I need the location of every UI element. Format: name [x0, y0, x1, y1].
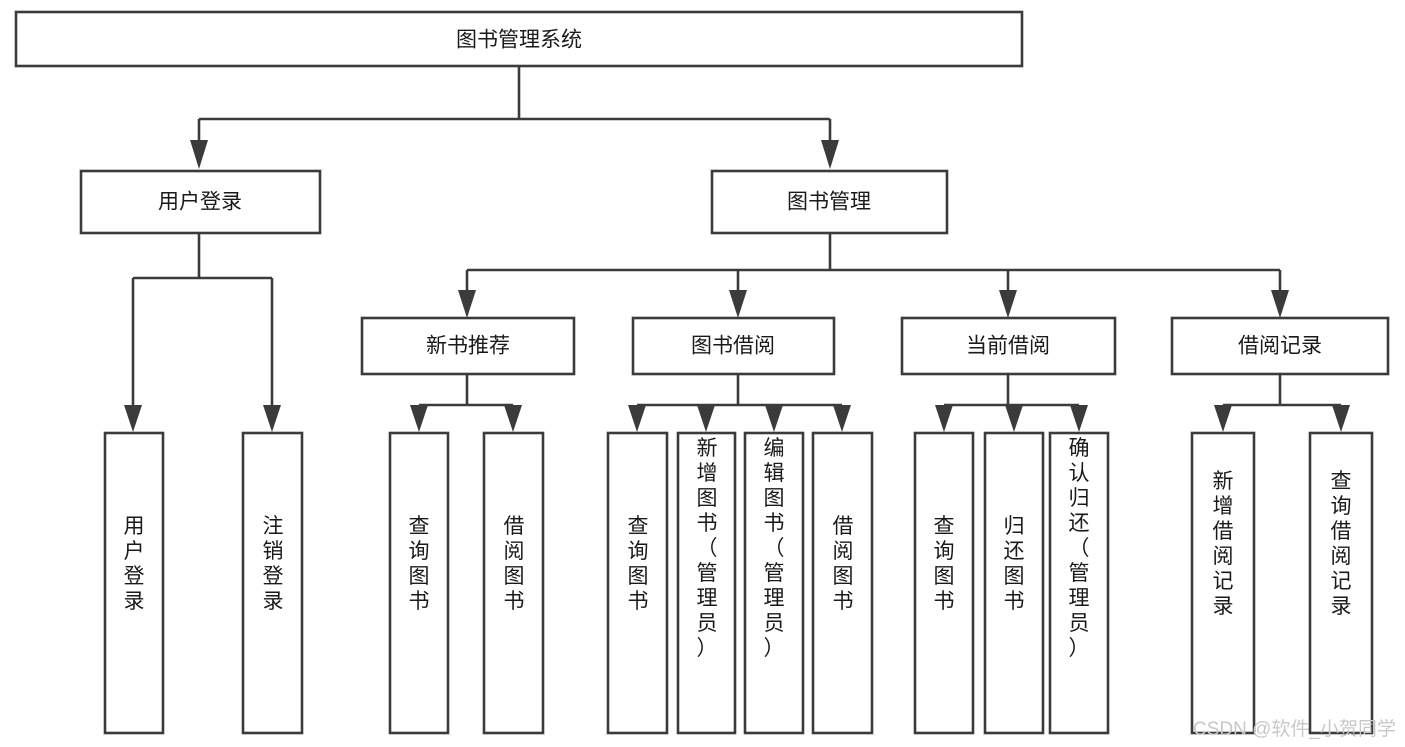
borrow-record-label: 借阅记录	[1238, 335, 1322, 358]
leaf-node[interactable]: 归还图书	[983, 431, 1045, 735]
leaf-box[interactable]	[811, 431, 874, 735]
arrow-leaf-borrow-record-2	[1332, 405, 1350, 432]
node-book-manage[interactable]: 图书管理	[710, 169, 949, 235]
leaf-node[interactable]: 借阅图书	[482, 431, 545, 735]
leaf-box[interactable]	[676, 431, 737, 735]
book-manage-label: 图书管理	[787, 191, 871, 214]
arrow-leaf-current-borrow-3	[1070, 405, 1088, 432]
user-login-label: 用户登录	[158, 191, 242, 214]
node-new-book-recommend[interactable]: 新书推荐	[360, 316, 576, 376]
leaf-box[interactable]	[103, 431, 165, 735]
arrow-new-book	[458, 290, 476, 318]
arrow-leaf-current-borrow-2	[1005, 405, 1023, 432]
leaf-label: 借阅图书	[833, 515, 854, 613]
leaf-label: 查询借阅记录	[1331, 470, 1352, 618]
arrow-leaf-borrow-record-1	[1214, 405, 1232, 432]
borrow-record-box[interactable]	[1170, 316, 1390, 376]
leaf-label: 用户登录	[124, 515, 145, 613]
arrow-leaf-user-login-2	[263, 405, 281, 432]
leaf-label: 查询图书	[934, 515, 955, 613]
user-login-box[interactable]	[79, 169, 322, 235]
leaf-node[interactable]: 查询图书	[913, 431, 975, 735]
arrow-leaf-book-borrow-1	[628, 405, 646, 432]
root-label: 图书管理系统	[456, 29, 582, 52]
node-book-borrow[interactable]: 图书借阅	[631, 316, 836, 376]
leaf-label: 新增借阅记录	[1213, 470, 1234, 618]
leaf-box[interactable]	[743, 431, 805, 735]
leaf-node[interactable]: 新增图书（管理员）	[676, 431, 737, 735]
leaf-node[interactable]: 新增借阅记录	[1190, 431, 1256, 735]
leaf-node[interactable]: 查询图书	[606, 431, 669, 735]
arrow-leaf-book-borrow-2	[697, 405, 715, 432]
arrow-leaf-current-borrow-1	[935, 405, 953, 432]
leaf-label: 注销登录	[263, 515, 284, 613]
leaf-node[interactable]: 注销登录	[241, 431, 304, 735]
leaf-box[interactable]	[241, 431, 304, 735]
arrow-leaf-book-borrow-3	[765, 405, 783, 432]
arrow-current-borrow	[999, 290, 1017, 318]
leaf-box[interactable]	[606, 431, 669, 735]
csdn-watermark: CSDN @软件_小贺同学	[1193, 718, 1396, 740]
leaf-node[interactable]: 借阅图书	[811, 431, 874, 735]
book-manage-box[interactable]	[710, 169, 949, 235]
leaf-label: 查询图书	[628, 515, 649, 613]
leaf-box[interactable]	[1190, 431, 1256, 735]
current-borrow-box[interactable]	[900, 316, 1117, 376]
arrow-user-login	[190, 140, 208, 169]
leaf-label: 归还图书	[1004, 515, 1025, 613]
leaf-box[interactable]	[1048, 431, 1110, 735]
current-borrow-label: 当前借阅	[966, 335, 1050, 358]
leaf-node[interactable]: 用户登录	[103, 431, 165, 735]
leaf-node[interactable]: 编辑图书（管理员）	[743, 431, 805, 735]
leaf-label: 确认归还（管理员）	[1069, 437, 1090, 660]
leaf-label: 编辑图书（管理员）	[764, 437, 785, 660]
leaf-box[interactable]	[983, 431, 1045, 735]
leaf-node[interactable]: 查询图书	[388, 431, 450, 735]
leaf-node[interactable]: 查询借阅记录	[1308, 431, 1374, 735]
leaf-label: 查询图书	[409, 515, 430, 613]
root-box[interactable]	[14, 10, 1024, 68]
book-borrow-box[interactable]	[631, 316, 836, 376]
new-book-recommend-label: 新书推荐	[426, 335, 510, 358]
arrow-leaf-new-book-2	[504, 405, 522, 432]
node-root[interactable]: 图书管理系统	[14, 10, 1024, 68]
book-borrow-label: 图书借阅	[691, 335, 775, 358]
node-borrow-record[interactable]: 借阅记录	[1170, 316, 1390, 376]
arrow-book-borrow	[729, 290, 747, 318]
arrow-book-manage	[821, 140, 839, 169]
leaf-label: 新增图书（管理员）	[697, 437, 718, 660]
new-book-recommend-box[interactable]	[360, 316, 576, 376]
leaf-box[interactable]	[482, 431, 545, 735]
arrow-leaf-user-login-1	[124, 405, 142, 432]
arrow-borrow-record	[1271, 290, 1289, 318]
node-current-borrow[interactable]: 当前借阅	[900, 316, 1117, 376]
leaf-box[interactable]	[913, 431, 975, 735]
arrow-leaf-book-borrow-4	[833, 405, 851, 432]
node-user-login[interactable]: 用户登录	[79, 169, 322, 235]
leaf-box[interactable]	[388, 431, 450, 735]
arrow-leaf-new-book-1	[410, 405, 428, 432]
leaf-label: 借阅图书	[504, 515, 525, 613]
connector-layer	[124, 66, 1350, 432]
leaf-box[interactable]	[1308, 431, 1374, 735]
leaf-node[interactable]: 确认归还（管理员）	[1048, 431, 1110, 735]
